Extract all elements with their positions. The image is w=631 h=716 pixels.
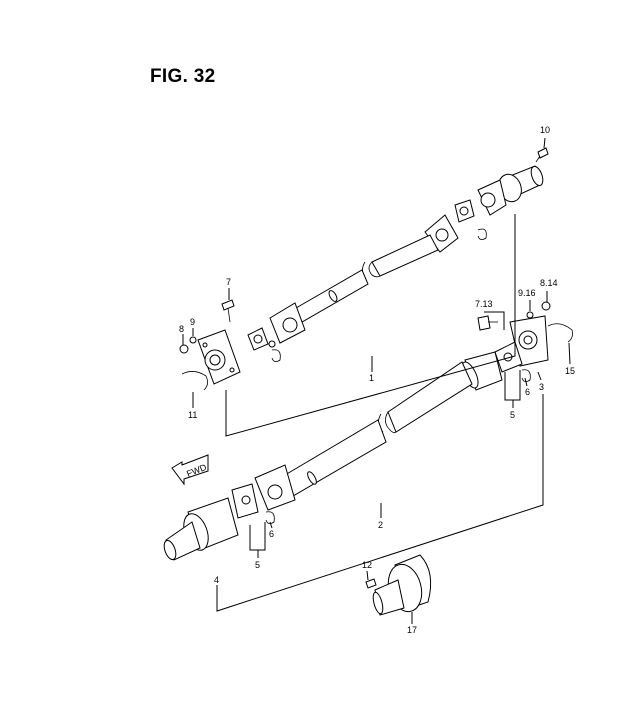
callout-15: 15 xyxy=(565,366,575,376)
callout-6-lower: 6 xyxy=(269,529,274,539)
callout-5-lower: 5 xyxy=(255,560,260,570)
callout-3: 3 xyxy=(539,382,544,392)
callout-8: 8 xyxy=(179,324,184,334)
rear-propeller-shaft xyxy=(179,147,549,391)
callout-1: 1 xyxy=(369,373,374,383)
figure-title: FIG. 32 xyxy=(150,66,216,87)
callout-6-upper: 6 xyxy=(525,387,530,397)
callout-12: 12 xyxy=(362,560,372,570)
leader-lines xyxy=(182,137,571,624)
front-propeller-shaft xyxy=(163,301,573,561)
callout-2: 2 xyxy=(378,520,383,530)
callout-7-13: 7.13 xyxy=(475,299,493,309)
callout-11: 11 xyxy=(188,410,197,420)
callout-numbers: 1 2 3 4 5 5 6 6 7 7.13 8 8.14 9 9.16 10 … xyxy=(179,125,575,635)
fwd-direction-arrow: FWD xyxy=(171,454,209,486)
callout-8-14: 8.14 xyxy=(540,278,558,288)
callout-7: 7 xyxy=(226,277,231,287)
callout-17: 17 xyxy=(407,625,417,635)
callout-4: 4 xyxy=(214,575,219,585)
callout-5-upper: 5 xyxy=(510,410,515,420)
spline-coupler xyxy=(365,554,432,616)
callout-10: 10 xyxy=(540,125,550,135)
callout-9-16: 9.16 xyxy=(518,288,536,298)
callout-9: 9 xyxy=(190,317,195,327)
